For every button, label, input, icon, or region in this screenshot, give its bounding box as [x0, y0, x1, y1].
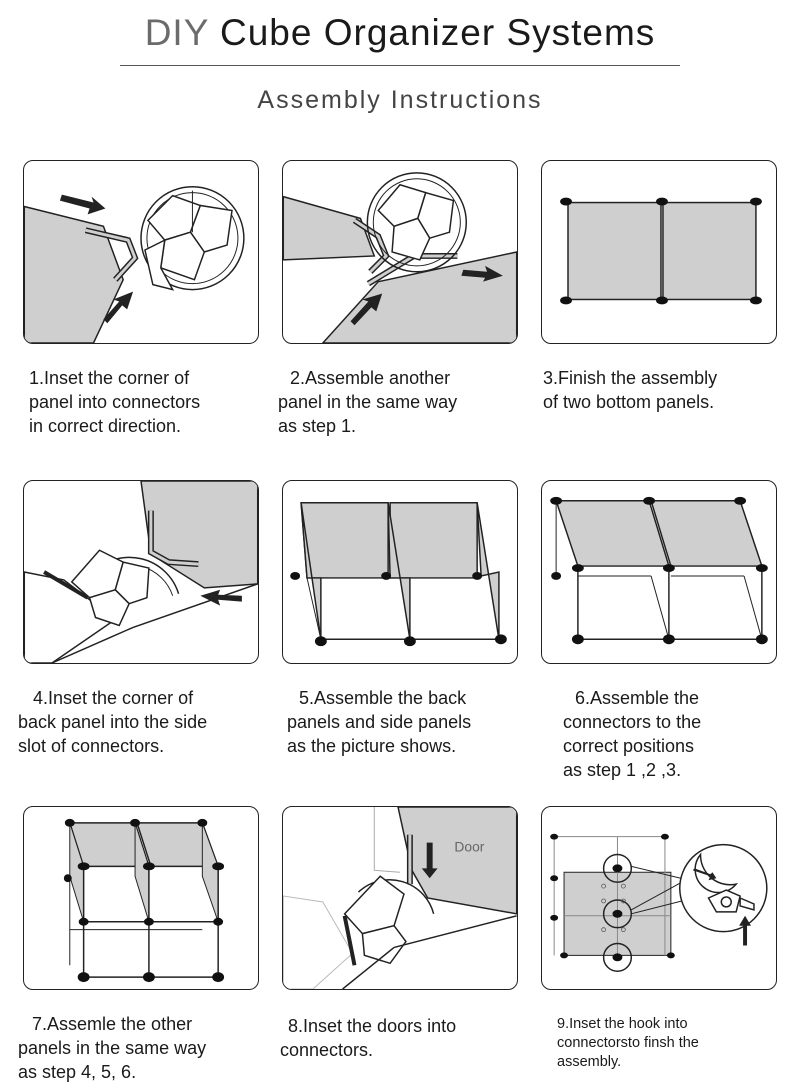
step-9-caption: 9.Inset the hook into connectorsto finsh…	[557, 1016, 699, 1070]
step-8-caption: 8.Inset the doors into connectors.	[280, 1016, 457, 1060]
step-6-illustration	[541, 480, 777, 664]
title-main: Cube Organizer Systems	[219, 12, 656, 53]
connectors-positions-diagram	[550, 496, 768, 645]
step-1-caption: 1.Inset the corner of panel into connect…	[29, 368, 201, 436]
corner-insert-diagram-1	[24, 185, 245, 343]
step-4-caption: 4.Inset the corner of back panel into th…	[18, 688, 208, 756]
step-5-illustration	[282, 480, 518, 664]
door-insert-diagram: Door	[283, 807, 517, 989]
step-3-caption: 3.Finish the assembly of two bottom pane…	[543, 368, 718, 412]
step-7-illustration	[23, 806, 259, 990]
step-2-illustration	[282, 160, 518, 344]
step-9-illustration	[541, 806, 777, 990]
step-5-caption: 5.Assemble the back panels and side pane…	[287, 688, 472, 756]
back-side-panels-diagram	[290, 502, 507, 647]
step-2-caption: 2.Assemble another panel in the same way…	[278, 368, 458, 436]
step-6-caption: 6.Assemble the connectors to the correct…	[563, 688, 702, 780]
page-subtitle: Assembly Instructions	[257, 86, 543, 114]
title-divider	[120, 65, 680, 66]
hook-insert-diagram	[550, 833, 768, 972]
bottom-panels-diagram	[560, 197, 762, 305]
step-1-illustration	[23, 160, 259, 344]
step-3-illustration	[541, 160, 777, 344]
title-prefix: DIY	[144, 12, 209, 53]
step-4-illustration	[23, 480, 259, 664]
other-panels-diagram	[63, 818, 225, 983]
corner-insert-diagram-2	[283, 172, 517, 343]
door-label: Door	[454, 839, 484, 855]
step-8-illustration: Door	[282, 806, 518, 990]
page-title: DIY Cube Organizer Systems	[0, 12, 800, 54]
back-panel-insert-diagram	[24, 481, 258, 663]
step-7-caption: 7.Assemle the other panels in the same w…	[18, 1014, 207, 1082]
